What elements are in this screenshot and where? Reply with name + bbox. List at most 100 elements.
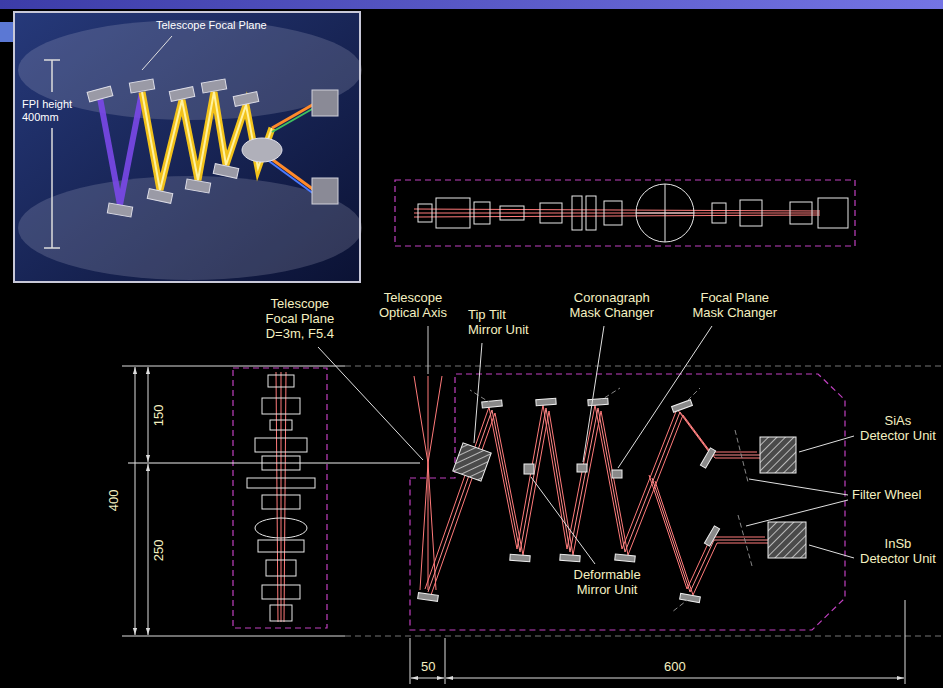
top-view	[712, 203, 726, 223]
plan-view	[704, 526, 719, 546]
dimension-lines	[446, 678, 904, 679]
label-anchor: Telescope Focal Plane	[156, 19, 267, 32]
plan-view	[453, 443, 491, 481]
top-view	[586, 196, 596, 230]
side-view	[262, 585, 300, 599]
side-view	[262, 398, 300, 414]
label-anchor: Telescope Focal Plane D=3m, F5.4	[266, 297, 335, 342]
side-view	[270, 605, 292, 621]
inset-render	[312, 90, 338, 116]
inset-render	[44, 59, 60, 61]
dimension-label: 250	[152, 539, 167, 561]
inset-render	[107, 203, 132, 217]
side-view	[255, 518, 307, 538]
label-anchor: Focal Plane Mask Changer	[693, 291, 778, 321]
plan-view	[470, 390, 492, 404]
top-view	[474, 202, 490, 224]
label-anchor: 150	[152, 404, 167, 426]
dimension-label: 600	[664, 660, 686, 675]
inset-render	[185, 179, 210, 193]
label-anchor: Deformable Mirror Unit	[574, 568, 641, 598]
plan-view	[410, 326, 845, 630]
dimension-lines	[411, 678, 444, 679]
plan-view	[536, 398, 556, 405]
inset-render	[51, 60, 53, 92]
plan-view	[418, 593, 439, 602]
dimension-lines	[122, 366, 345, 367]
callout-label: Deformable Mirror Unit	[574, 568, 641, 598]
inset-render	[142, 36, 172, 70]
plan-view	[700, 448, 715, 468]
plan-view	[682, 388, 700, 406]
top-view	[540, 203, 562, 223]
plan-view	[414, 376, 442, 590]
dimension-lines	[345, 366, 943, 367]
dimension-lines	[445, 638, 446, 684]
callout-label: Filter Wheel	[852, 488, 921, 503]
dimension-lines	[345, 636, 943, 637]
dimension-label: 400	[107, 489, 122, 511]
leader-line	[809, 545, 854, 558]
plan-view	[760, 437, 796, 473]
inset-render	[272, 104, 314, 128]
top-view	[395, 180, 855, 246]
inset-render	[87, 86, 113, 102]
inset-render	[312, 178, 338, 204]
plan-view	[652, 478, 768, 592]
slide-header	[0, 0, 943, 9]
plan-view	[428, 408, 760, 592]
top-view	[395, 180, 855, 246]
callout-label: SiAs Detector Unit	[860, 414, 936, 444]
side-view	[266, 560, 296, 576]
top-view	[572, 196, 582, 230]
plan-view	[428, 326, 429, 374]
top-view	[790, 202, 812, 224]
callout-label: InSb Detector Unit	[860, 537, 936, 567]
inset-render	[201, 79, 226, 93]
dimension-label: FPI height 400mm	[22, 98, 72, 123]
callout-label: Telescope Focal Plane D=3m, F5.4	[266, 297, 335, 342]
top-view	[436, 198, 470, 228]
side-view	[258, 540, 304, 552]
plan-view	[735, 430, 748, 482]
inset-render	[213, 164, 239, 179]
inset-render	[272, 108, 314, 132]
side-view	[247, 478, 315, 488]
plan-view	[560, 554, 580, 561]
plan-view	[418, 398, 720, 602]
dimension-label: 50	[421, 660, 435, 675]
side-view	[233, 368, 327, 628]
inset-render	[51, 128, 53, 248]
inset-render	[100, 92, 142, 205]
side-view	[262, 495, 300, 509]
plan-view	[598, 388, 620, 402]
leader-line	[618, 326, 712, 468]
top-view	[418, 184, 848, 242]
leader-line	[531, 477, 595, 564]
dimension-label: 150	[152, 404, 167, 426]
dimension-lines	[410, 638, 411, 684]
plan-view	[768, 522, 806, 558]
inset-render	[14, 12, 362, 282]
top-view	[414, 209, 820, 217]
plan-view	[524, 464, 534, 474]
top-view	[740, 200, 762, 226]
dimension-lines	[148, 367, 149, 462]
plan-view	[649, 475, 765, 589]
label-anchor: Coronagraph Mask Changer	[570, 291, 655, 321]
top-view	[418, 204, 432, 222]
label-anchor: 50	[421, 660, 435, 675]
plan-view	[510, 554, 530, 561]
side-view	[233, 368, 327, 628]
plan-view	[615, 554, 636, 562]
callout-label: Telescope Optical Axis	[379, 291, 447, 321]
inset-render	[169, 87, 195, 102]
plan-view	[655, 481, 771, 595]
label-anchor: 400	[107, 489, 122, 511]
top-view	[636, 184, 694, 242]
inset-render	[147, 189, 173, 204]
